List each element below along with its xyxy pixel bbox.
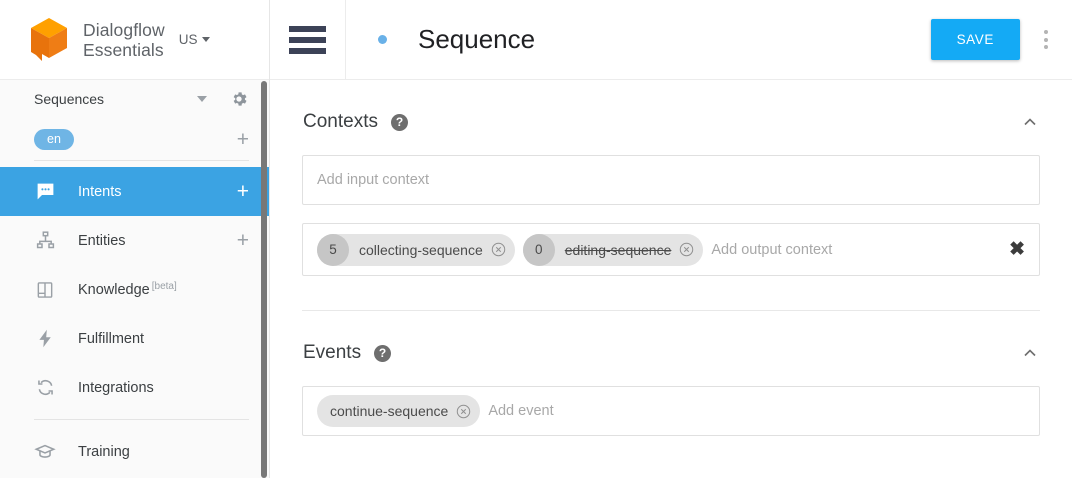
input-context-field[interactable]: Add input context xyxy=(302,155,1040,205)
beta-badge: [beta] xyxy=(151,280,177,292)
sidebar-nav: Intents + Entities + xyxy=(0,167,269,476)
top-bar: Sequence SAVE xyxy=(270,0,1072,80)
dialogflow-logo-icon xyxy=(31,17,67,61)
integrations-icon xyxy=(34,377,56,399)
output-context-field[interactable]: 5 collecting-sequence 0 editing-sequence xyxy=(302,223,1040,276)
content-area: Contexts ? Add input context 5 collectin… xyxy=(270,80,1072,436)
sidebar-item-fulfillment[interactable]: Fulfillment xyxy=(0,314,269,363)
sidebar-item-label: Training xyxy=(78,444,249,460)
section-divider xyxy=(302,310,1040,311)
events-header: Events ? xyxy=(302,338,1040,368)
language-row: en + xyxy=(0,118,269,160)
sidebar-item-label: Intents xyxy=(78,184,215,200)
sidebar-item-label: Entities xyxy=(78,233,215,249)
agent-name: Sequences xyxy=(34,91,105,107)
save-button[interactable]: SAVE xyxy=(930,19,1020,60)
events-title: Events xyxy=(303,342,362,363)
training-icon xyxy=(34,441,56,463)
nav-divider xyxy=(34,419,249,420)
chip-lifespan: 5 xyxy=(317,233,349,266)
events-section: Events ? continue-sequence Add event xyxy=(302,311,1040,436)
brand-line-2: Essentials xyxy=(83,39,164,60)
integrations-label: Integrations xyxy=(78,379,154,396)
output-context-placeholder: Add output context xyxy=(711,241,833,258)
context-chip[interactable]: 5 collecting-sequence xyxy=(317,233,515,266)
chevron-down-icon xyxy=(201,37,210,42)
fulfillment-label: Fulfillment xyxy=(78,330,145,347)
kebab-menu-icon[interactable] xyxy=(1020,0,1072,80)
contexts-section: Contexts ? Add input context 5 collectin… xyxy=(302,80,1040,311)
main-panel: Sequence SAVE Contexts ? Add input conte… xyxy=(270,0,1072,478)
entities-icon xyxy=(34,230,56,252)
brand-line-1: Dialogflow xyxy=(83,19,165,40)
intents-icon xyxy=(34,181,56,203)
sidebar-item-intents[interactable]: Intents + xyxy=(0,167,269,216)
clear-output-contexts-button[interactable]: ✖ xyxy=(1009,239,1025,260)
language-divider xyxy=(34,160,249,161)
remove-chip-icon[interactable] xyxy=(679,242,694,257)
chip-label: continue-sequence xyxy=(330,403,449,419)
add-intent-button[interactable]: + xyxy=(236,180,249,203)
event-placeholder: Add event xyxy=(488,403,554,419)
add-language-button[interactable]: + xyxy=(236,127,249,151)
intents-label: Intents xyxy=(78,183,122,200)
knowledge-label: Knowledge xyxy=(78,281,150,298)
sidebar-item-entities[interactable]: Entities + xyxy=(0,216,269,265)
sidebar-scrollbar[interactable] xyxy=(261,81,267,478)
sidebar-item-label: Knowledge [beta] xyxy=(78,280,249,298)
sidebar-item-integrations[interactable]: Integrations xyxy=(0,363,269,412)
chip-label: editing-sequence xyxy=(564,241,672,258)
chip-label: collecting-sequence xyxy=(359,241,483,258)
region-label: US xyxy=(178,32,198,47)
help-icon[interactable]: ? xyxy=(390,113,408,131)
knowledge-icon xyxy=(34,279,56,301)
add-entity-button[interactable]: + xyxy=(236,229,249,252)
remove-chip-icon[interactable] xyxy=(456,404,471,419)
collapse-chevron-up-icon[interactable] xyxy=(1020,343,1040,363)
remove-chip-icon[interactable] xyxy=(491,242,506,257)
hamburger-icon[interactable] xyxy=(270,0,346,80)
page-title: Sequence xyxy=(418,24,536,54)
contexts-header: Contexts ? xyxy=(302,107,1040,137)
sidebar-item-training[interactable]: Training xyxy=(0,427,269,476)
region-selector[interactable]: US xyxy=(179,32,210,47)
sidebar-item-knowledge[interactable]: Knowledge [beta] xyxy=(0,265,269,314)
event-chip[interactable]: continue-sequence xyxy=(317,395,481,427)
intent-status-dot xyxy=(378,35,387,44)
gear-icon[interactable] xyxy=(229,89,249,109)
input-context-placeholder: Add input context xyxy=(317,172,430,188)
chevron-down-icon[interactable] xyxy=(197,96,207,102)
help-icon[interactable]: ? xyxy=(374,344,392,362)
sidebar-item-label: Fulfillment xyxy=(78,331,249,347)
language-chip-en[interactable]: en xyxy=(34,128,74,150)
agent-selector[interactable]: Sequences xyxy=(0,80,269,118)
events-field[interactable]: continue-sequence Add event xyxy=(302,386,1040,436)
contexts-title: Contexts xyxy=(303,111,378,132)
collapse-chevron-up-icon[interactable] xyxy=(1020,112,1040,132)
training-label: Training xyxy=(78,443,130,460)
fulfillment-icon xyxy=(34,328,56,350)
sidebar-item-label: Integrations xyxy=(78,380,249,396)
entities-label: Entities xyxy=(78,232,126,249)
chip-lifespan: 0 xyxy=(522,233,555,266)
context-chip[interactable]: 0 editing-sequence xyxy=(522,233,704,266)
